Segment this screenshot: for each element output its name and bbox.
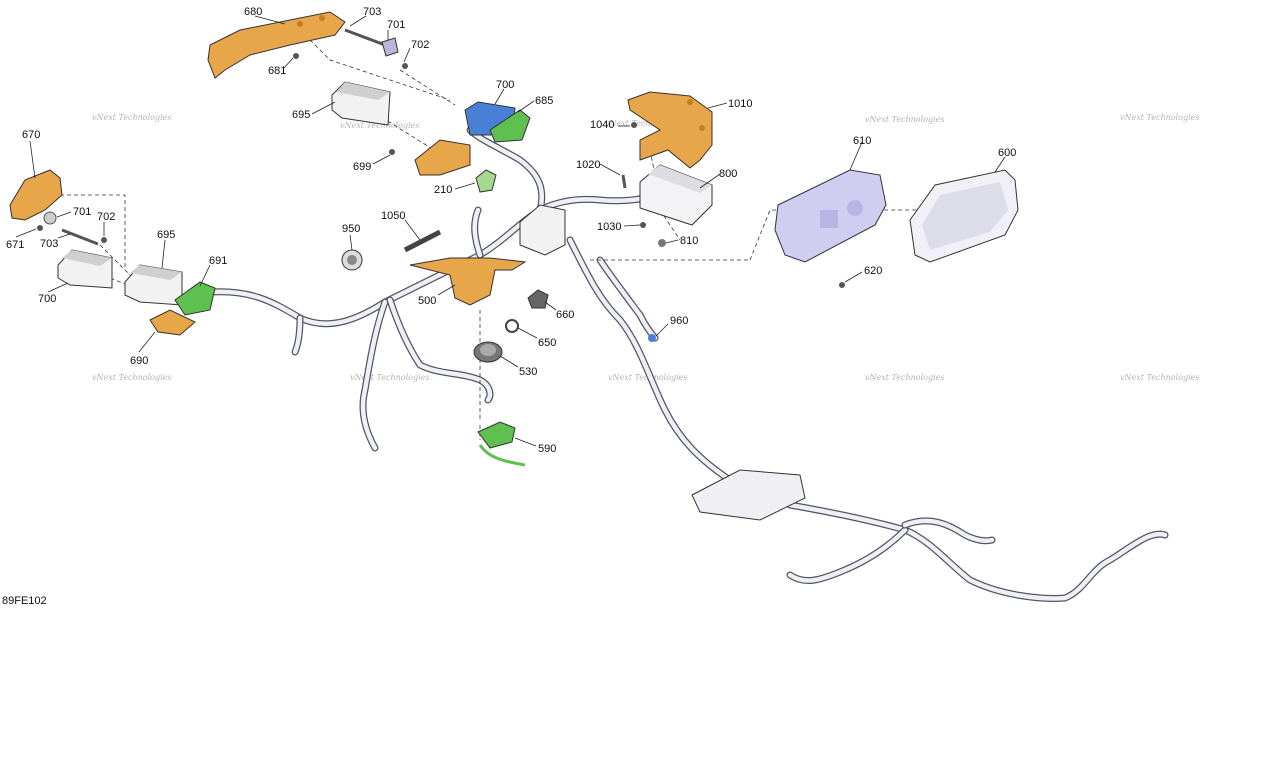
callout-690: 690	[130, 355, 148, 367]
callout-810: 810	[680, 235, 698, 247]
connector-660	[527, 289, 549, 309]
ignition-950	[341, 249, 363, 271]
bolt-703-left	[61, 228, 99, 246]
callout-600: 600	[998, 147, 1016, 159]
callout-1020: 1020	[576, 159, 600, 171]
callout-620: 620	[864, 265, 882, 277]
callout-671: 671	[6, 239, 24, 251]
leader-lines	[15, 15, 1006, 447]
fuse-block-lower	[691, 469, 806, 521]
screw-671	[37, 225, 43, 231]
callout-680: 680	[244, 6, 262, 18]
socket-530	[473, 341, 503, 363]
nut-702-left	[101, 237, 107, 243]
callout-210: 210	[434, 184, 452, 196]
junction-box	[519, 204, 566, 256]
callout-695: 695	[157, 229, 175, 241]
bracket-670	[9, 169, 63, 221]
fuse-box-695-left	[124, 264, 183, 306]
bracket-690	[149, 309, 196, 336]
clip-701-left	[43, 211, 57, 225]
callout-670: 670	[22, 129, 40, 141]
watermark: vNext Technologies	[865, 115, 944, 124]
callout-1010: 1010	[728, 98, 752, 110]
callout-702: 702	[411, 39, 429, 51]
cluster-housing-610	[774, 169, 887, 263]
reference-code: 89FE102	[2, 595, 47, 607]
bracket-680	[207, 11, 346, 79]
callout-695: 695	[292, 109, 310, 121]
switch-590	[477, 421, 526, 467]
callout-681: 681	[268, 65, 286, 77]
callout-1030: 1030	[597, 221, 621, 233]
callout-590: 590	[538, 443, 556, 455]
callout-1040: 1040	[590, 119, 614, 131]
watermark: vNext Technologies	[350, 373, 429, 382]
callout-960: 960	[670, 315, 688, 327]
bracket-1010	[627, 91, 713, 169]
callout-650: 650	[538, 337, 556, 349]
callout-950: 950	[342, 223, 360, 235]
callout-701: 701	[73, 206, 91, 218]
callout-labels: 680 703 701 702 681 700 685 695 699 210 …	[6, 6, 1016, 455]
callout-701: 701	[387, 19, 405, 31]
module-800	[639, 164, 713, 226]
screw-620	[839, 282, 845, 288]
ring-650	[505, 319, 519, 333]
callout-702: 702	[97, 211, 115, 223]
callout-699: 699	[353, 161, 371, 173]
wiring-harness	[206, 126, 1169, 602]
switch-housing-500	[409, 257, 527, 306]
screw-1040	[631, 122, 637, 128]
watermark: vNext Technologies	[1120, 373, 1199, 382]
instrument-cluster-600	[909, 169, 1019, 263]
callout-800: 800	[719, 168, 737, 180]
connector-691	[174, 281, 216, 316]
nut-702-top	[402, 63, 408, 69]
callout-500: 500	[418, 295, 436, 307]
bolt-1020	[621, 174, 627, 189]
watermark: vNext Technologies	[1120, 113, 1199, 122]
clip-701-top	[381, 37, 399, 57]
module-700-blue	[464, 101, 531, 143]
watermark: vNext Technologies	[865, 373, 944, 382]
relay-210	[475, 169, 497, 193]
fuse-box-700-left	[57, 249, 113, 289]
screw-699	[389, 149, 395, 155]
sensor-960	[648, 334, 656, 342]
screw-681	[293, 53, 299, 59]
watermark: vNext Technologies	[92, 373, 171, 382]
bracket-orange-mid	[414, 139, 471, 176]
callout-700: 700	[496, 79, 514, 91]
callout-530: 530	[519, 366, 537, 378]
watermark: vNext Technologies	[340, 121, 419, 130]
screw-1030	[640, 222, 646, 228]
fuse-box-695-top	[331, 81, 391, 126]
callout-660: 660	[556, 309, 574, 321]
callout-685: 685	[535, 95, 553, 107]
callout-610: 610	[853, 135, 871, 147]
watermark: vNext Technologies	[92, 113, 171, 122]
bolt-703-top	[344, 28, 386, 47]
callout-691: 691	[209, 255, 227, 267]
conduit-1050	[403, 229, 442, 253]
screw-810	[658, 239, 666, 247]
callout-703: 703	[363, 6, 381, 18]
watermark: vNext Technologies	[605, 119, 684, 128]
callout-703: 703	[40, 238, 58, 250]
callout-1050: 1050	[381, 210, 405, 222]
callout-700: 700	[38, 293, 56, 305]
